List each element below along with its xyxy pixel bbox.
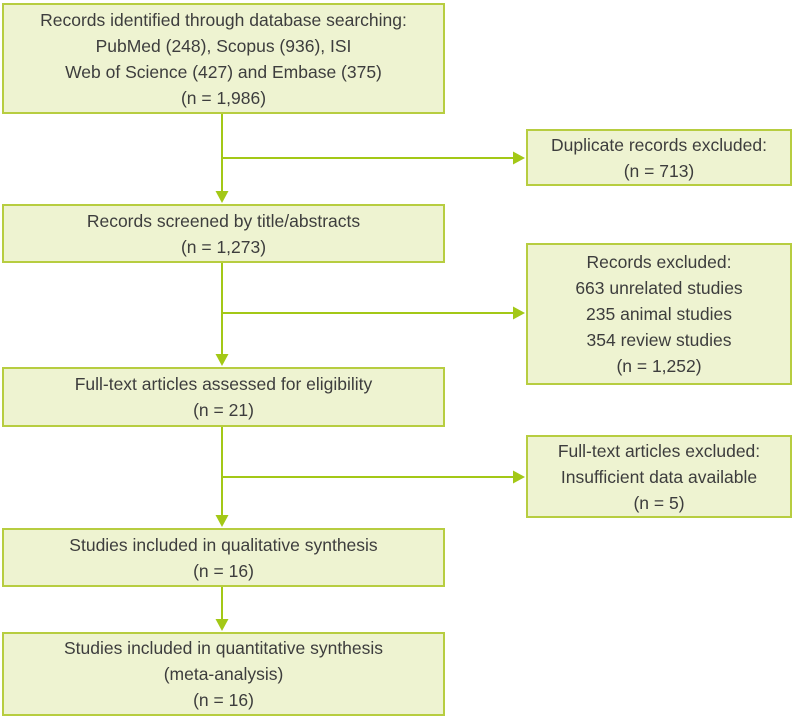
box-fulltext-excluded-text: Full-text articles excluded: Insufficien… — [534, 438, 784, 516]
text-line: (n = 1,252) — [616, 356, 702, 376]
arrowhead-down-2 — [215, 354, 229, 366]
box-records-identified-text: Records identified through database sear… — [10, 7, 437, 111]
arrowhead-right-3 — [513, 470, 525, 484]
arrowhead-right-2 — [513, 306, 525, 320]
box-duplicates-excluded: Duplicate records excluded: (n = 713) — [526, 129, 792, 186]
text-line: PubMed (248), Scopus (936), ISI — [95, 35, 352, 56]
text-line: Full-text articles excluded: — [557, 440, 761, 461]
text-line: Web of Science (427) and Embase (375) — [65, 61, 382, 82]
text-line: Records excluded: — [586, 252, 732, 272]
text-line: Records identified through database sear… — [40, 9, 407, 30]
text-line: (n = 21) — [193, 400, 254, 420]
box-records-identified: Records identified through database sear… — [2, 3, 445, 114]
box-fulltext-excluded: Full-text articles excluded: Insufficien… — [526, 435, 792, 518]
text-line: Insufficient data available — [560, 466, 758, 487]
text-line: Full-text articles assessed for eligibil… — [74, 374, 373, 394]
text-line: 235 animal studies — [586, 304, 732, 324]
box-records-excluded: Records excluded: 663 unrelated studies … — [526, 243, 792, 385]
arrowhead-down-4 — [215, 619, 229, 631]
text-line: Duplicate records excluded: — [551, 134, 767, 155]
text-line: (meta-analysis) — [163, 664, 284, 684]
text-line: Studies included in quantitative synthes… — [63, 638, 384, 658]
text-line: (n = 1,986) — [180, 87, 267, 108]
text-line: (n = 713) — [623, 160, 695, 181]
arrowhead-down-3 — [215, 515, 229, 527]
box-qualitative-synthesis-text: Studies included in qualitative synthesi… — [10, 532, 437, 584]
box-fulltext-assessed-text: Full-text articles assessed for eligibil… — [10, 371, 437, 423]
box-qualitative-synthesis: Studies included in qualitative synthesi… — [2, 528, 445, 587]
box-quantitative-synthesis-text: Studies included in quantitative synthes… — [10, 635, 437, 713]
arrowhead-down-1 — [215, 191, 229, 203]
text-line: (n = 5) — [633, 492, 685, 513]
text-line: 354 review studies — [586, 330, 732, 350]
box-duplicates-excluded-text: Duplicate records excluded: (n = 713) — [534, 132, 784, 184]
box-fulltext-assessed: Full-text articles assessed for eligibil… — [2, 367, 445, 427]
box-quantitative-synthesis: Studies included in quantitative synthes… — [2, 632, 445, 716]
box-records-screened-text: Records screened by title/abstracts (n =… — [10, 208, 437, 260]
text-line: (n = 1,273) — [180, 236, 267, 257]
text-line: 663 unrelated studies — [575, 278, 743, 298]
text-line: (n = 16) — [193, 560, 254, 581]
box-records-screened: Records screened by title/abstracts (n =… — [2, 204, 445, 263]
text-line: Studies included in qualitative synthesi… — [69, 534, 378, 555]
box-records-excluded-text: Records excluded: 663 unrelated studies … — [534, 249, 784, 379]
text-line: (n = 16) — [193, 690, 254, 710]
text-line: Records screened by title/abstracts — [86, 210, 361, 231]
arrowhead-right-1 — [513, 151, 525, 165]
